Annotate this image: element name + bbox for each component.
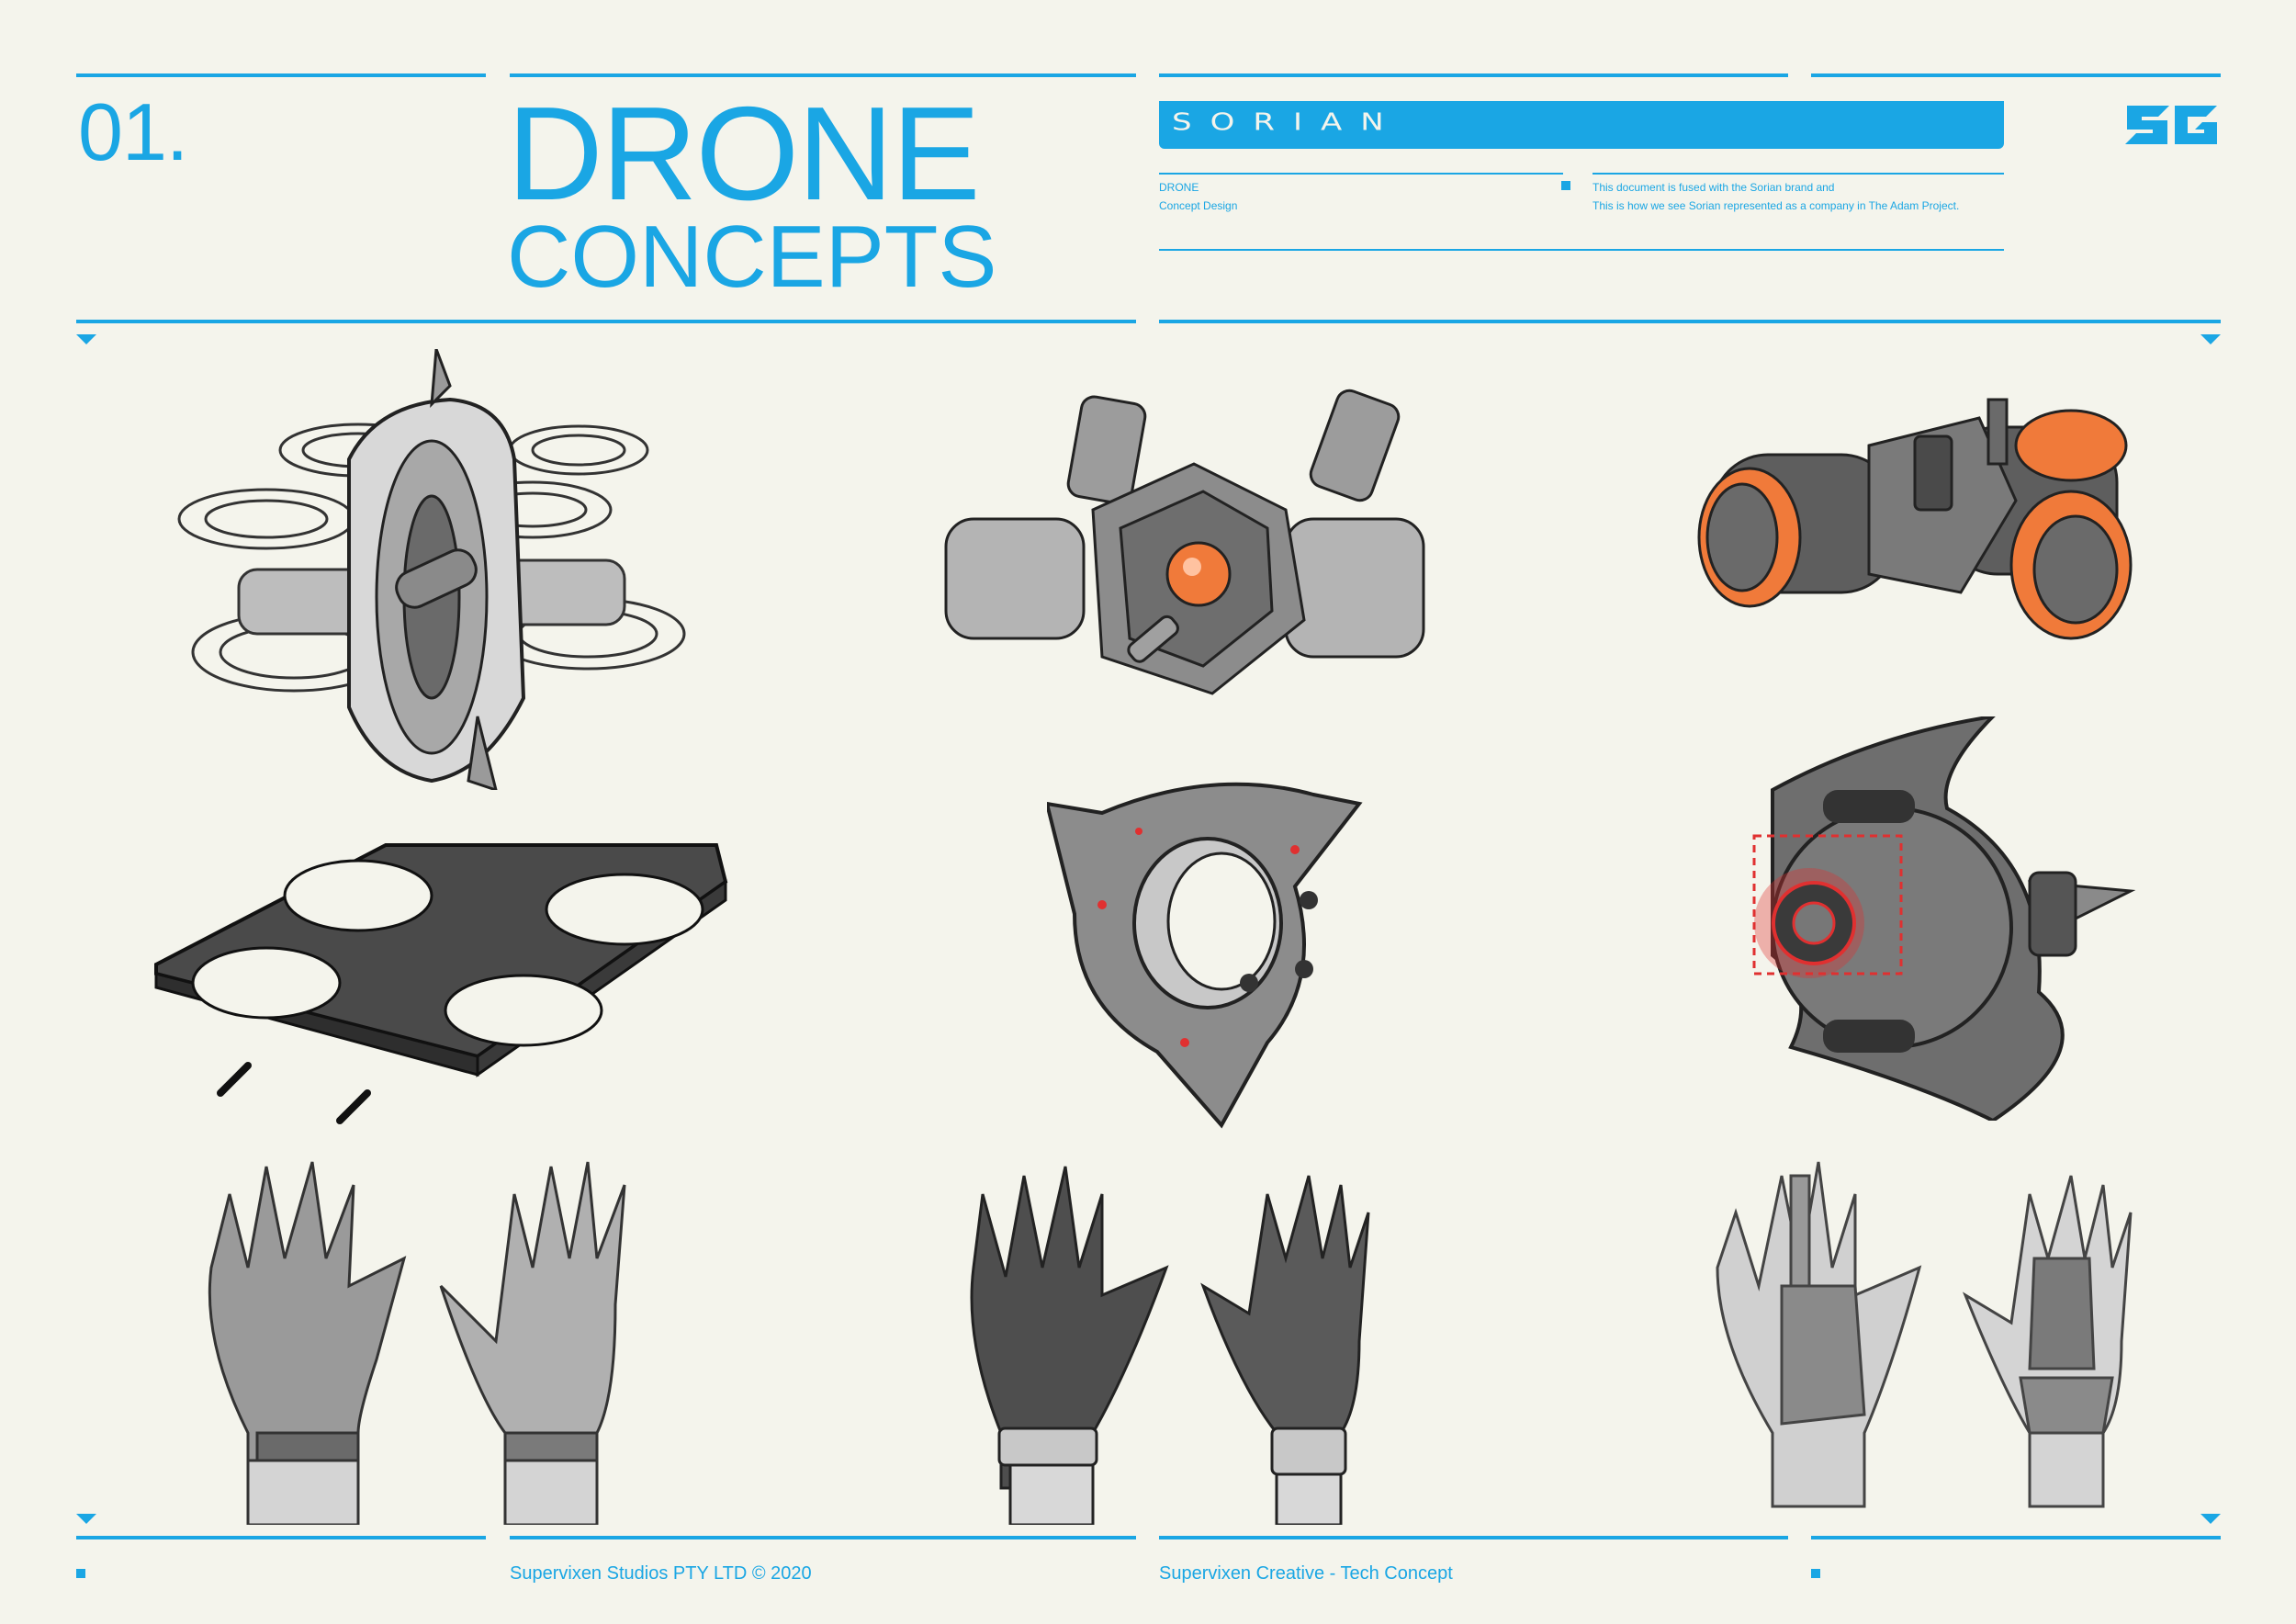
footer-copyright: Supervixen Studios PTY LTD © 2020	[510, 1563, 812, 1584]
footer-rule-4	[1811, 1536, 2221, 1539]
meta-category: DRONE	[1159, 181, 1199, 194]
brand-bar: SORIAN	[1159, 101, 2004, 149]
page-title: DRONE	[507, 79, 981, 228]
triangle-marker-top-left	[76, 334, 96, 344]
divider-rule-right	[1159, 320, 2221, 323]
twin-cylinder-drone-sketch	[944, 389, 1425, 695]
armored-glove-pair-sketch	[208, 1161, 626, 1525]
flat-plate-drone-sketch	[154, 843, 728, 1124]
triangle-marker-top-right	[2200, 334, 2221, 344]
page-subtitle: CONCEPTS	[507, 208, 997, 306]
section-number: 01.	[78, 86, 188, 177]
triangle-marker-bottom-right	[2200, 1514, 2221, 1524]
meta-rule-right	[1593, 173, 2004, 175]
quadcopter-drone-sketch	[177, 349, 686, 790]
red-eye-drone-sketch	[1752, 716, 2136, 1121]
header-rule-3	[1159, 73, 1788, 77]
sg-logo-icon	[2125, 106, 2217, 144]
brand-name: SORIAN	[1172, 108, 1402, 136]
meta-rule-left	[1159, 173, 1563, 175]
triangle-marker-bottom-left	[76, 1514, 96, 1524]
footer-rule-2	[510, 1536, 1136, 1539]
meta-note-line2: This is how we see Sorian represented as…	[1593, 199, 1960, 213]
footer-studio-label: Supervixen Creative - Tech Concept	[1159, 1563, 1453, 1584]
header-rule-1	[76, 73, 486, 77]
meta-type: Concept Design	[1159, 199, 1238, 213]
header-rule-2	[510, 73, 1136, 77]
header-rule-4	[1811, 73, 2221, 77]
meta-rule-bottom	[1159, 249, 2004, 251]
hand-brace-glove-pair-sketch	[1716, 1161, 2133, 1508]
footer-rule-1	[76, 1536, 486, 1539]
meta-note-line1: This document is fused with the Sorian b…	[1593, 181, 1835, 194]
meta-note: This document is fused with the Sorian b…	[1593, 178, 1959, 216]
ring-drone-sketch	[1047, 782, 1363, 1129]
footer-square-left	[76, 1569, 85, 1578]
strapped-glove-pair-sketch	[970, 1166, 1370, 1525]
divider-rule-left	[76, 320, 1136, 323]
footer-rule-3	[1159, 1536, 1788, 1539]
footer-square-right	[1811, 1569, 1820, 1578]
meta-square-marker	[1561, 181, 1570, 190]
orange-cylinder-drone-sketch	[1697, 398, 2133, 640]
meta-left: DRONE Concept Design	[1159, 178, 1237, 216]
